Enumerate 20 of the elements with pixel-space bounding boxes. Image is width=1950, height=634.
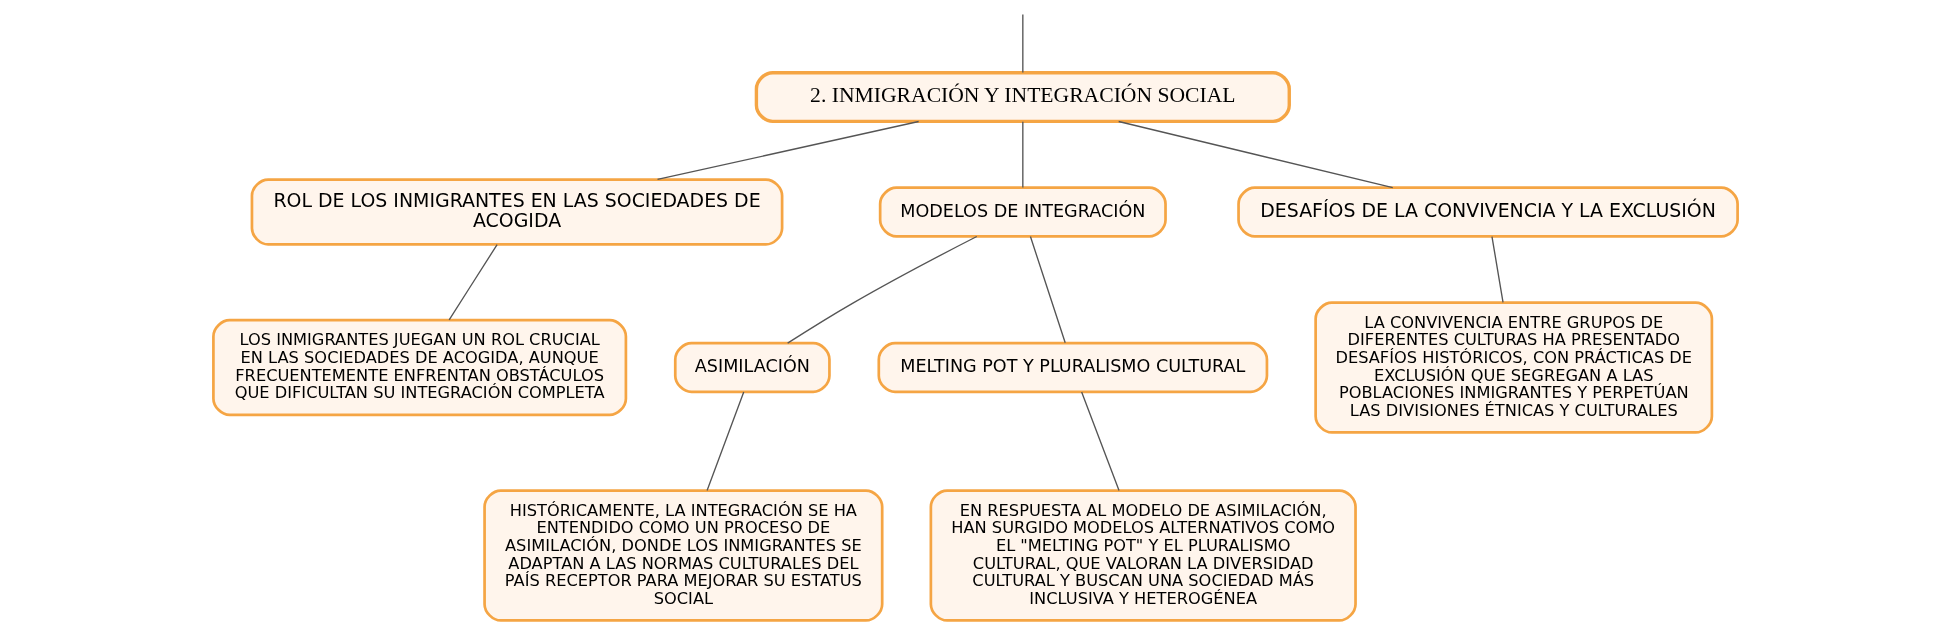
node-box: ROL DE LOS INMIGRANTES EN LAS SOCIEDADES DE ACOGIDA [250,178,783,246]
connector [1080,391,1120,492]
node-box: HISTÓRICAMENTE, LA INTEGRACIÓN SE HA ENTENDIDO COMO UN PROCESO DE ASIMILACIÓN, DONDE LOS INMIGRANTES SE ADAPTAN A LAS NORMAS CULTURALES DEL PAÍS RECEPTOR PARA MEJORAR SU ESTATUS SOCIAL [482,489,884,622]
connector [656,120,919,181]
connector [1490,235,1504,304]
node-box: MODELOS DE INTEGRACIÓN [878,186,1167,238]
node-box: LA CONVIVENCIA ENTRE GRUPOS DE DIFERENTES CULTURAS HA PRESENTADO DESAFÍOS HISTÓRICOS, CON PRÁCTICAS DE EXCLUSIÓN QUE SEGREGAN A LAS POBLACIONES INMIGRANTES Y PERPETÚAN LAS DIVISIONES ÉTNICAS Y CULTURALES [1313,301,1713,434]
connector [705,391,744,492]
connector [448,243,498,321]
connector [1029,235,1066,344]
connector [786,235,977,344]
node-box: LOS INMIGRANTES JUEGAN UN ROL CRUCIAL EN LAS SOCIEDADES DE ACOGIDA, AUNQUE FRECUENTEMENTE ENFRENTAN OBSTÁCULOS QUE DIFICULTAN SU INTEGRACIÓN COMPLETA [211,318,627,417]
connector [1021,121,1023,189]
connector [1021,13,1023,74]
node-box: DESAFÍOS DE LA CONVIVENCIA Y LA EXCLUSIÓN [1236,186,1739,238]
node-box: MELTING POT Y PLURALISMO CULTURAL [876,341,1268,394]
node-box: ASIMILACIÓN [673,341,831,394]
node-box: 2. INMIGRACIÓN Y INTEGRACIÓN SOCIAL [754,71,1291,124]
connector [1117,120,1393,189]
node-box: EN RESPUESTA AL MODELO DE ASIMILACIÓN, HAN SURGIDO MODELOS ALTERNATIVOS COMO EL "MELTING POT" Y EL PLURALISMO CULTURAL, QUE VALORAN LA DIVERSIDAD CULTURAL Y BUSCAN UNA SOCIEDAD MÁS INCLUSIVA Y HETEROGÉNEA [929,489,1357,622]
